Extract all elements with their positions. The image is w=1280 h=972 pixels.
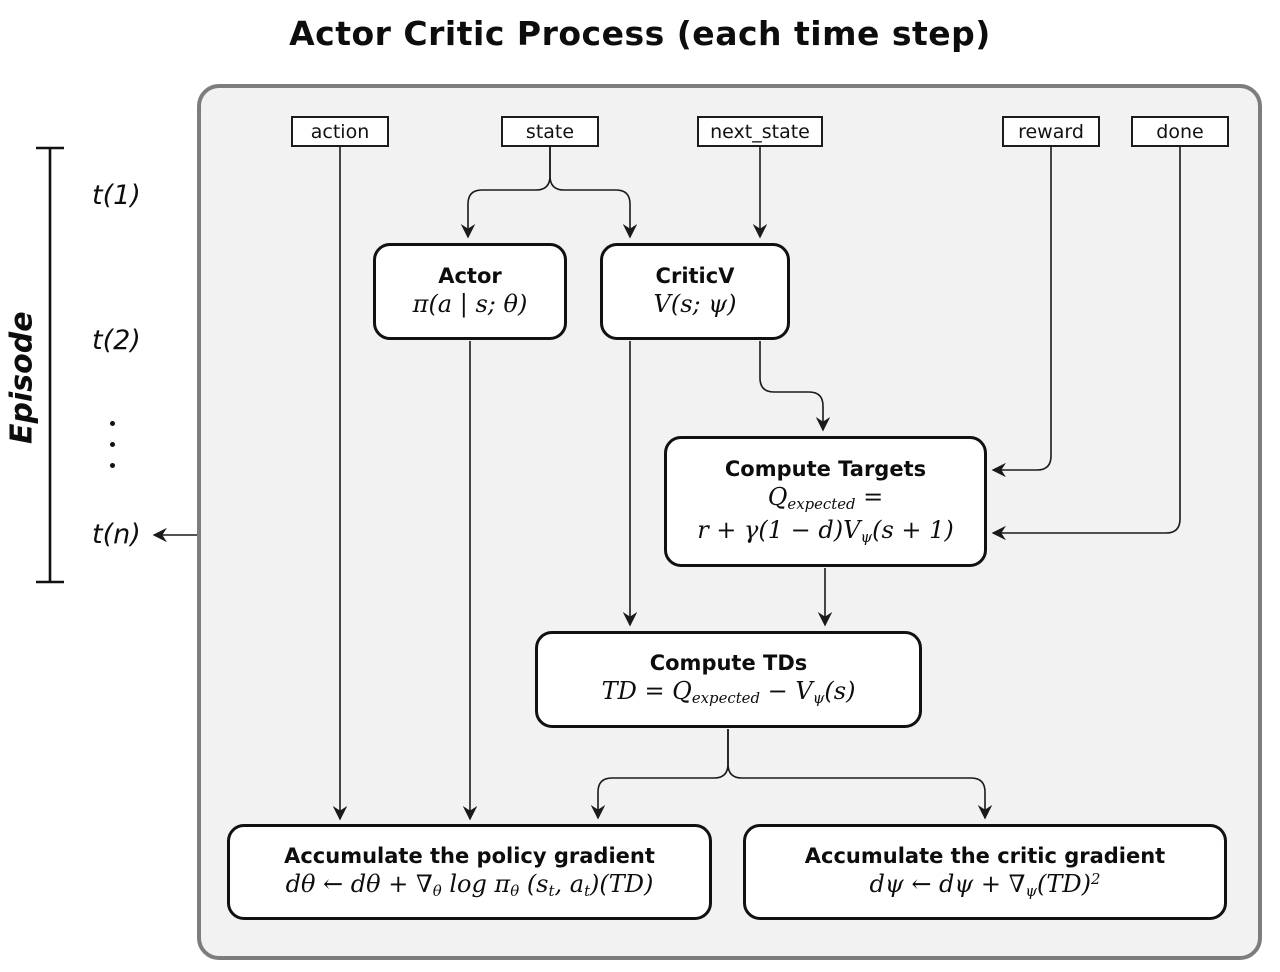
episode-bracket bbox=[36, 146, 64, 584]
node-formula: dψ ← dψ + ∇ψ(TD)2 bbox=[869, 869, 1101, 901]
episode-tick-t1: t(1) bbox=[92, 180, 141, 211]
node-formula: dθ ← dθ + ∇θ log πθ (st, at)(TD) bbox=[285, 869, 654, 901]
node-title: Actor bbox=[438, 263, 502, 288]
input-label: state bbox=[525, 120, 575, 143]
arrow-tds-to-policy bbox=[590, 729, 729, 820]
input-label: action bbox=[310, 120, 370, 143]
arrow-state-to-criticv bbox=[549, 147, 638, 239]
node-formula: TD = Qexpected − Vψ(s) bbox=[601, 677, 856, 708]
node-formula: π(a | s; θ) bbox=[412, 290, 528, 319]
input-box-next-state: next_state bbox=[697, 116, 823, 147]
arrow-state-to-actor bbox=[460, 147, 551, 239]
node-criticv: CriticV V(s; ψ) bbox=[600, 243, 790, 340]
node-formula-line1: Qexpected = bbox=[767, 483, 884, 514]
node-formula: V(s; ψ) bbox=[653, 290, 737, 319]
node-title: CriticV bbox=[655, 263, 735, 288]
node-compute-targets: Compute Targets Qexpected = r + γ(1 − d)… bbox=[664, 436, 987, 567]
input-label: next_state bbox=[710, 120, 810, 143]
input-label: reward bbox=[1018, 120, 1084, 143]
episode-tick-t2: t(2) bbox=[92, 325, 141, 356]
arrow-reward-to-targets bbox=[991, 147, 1052, 478]
node-title: Accumulate the policy gradient bbox=[284, 843, 655, 868]
arrow-criticv-to-targets bbox=[759, 341, 831, 432]
input-box-done: done bbox=[1131, 116, 1229, 147]
episode-axis-label: Episode bbox=[4, 311, 40, 445]
node-title: Accumulate the critic gradient bbox=[804, 843, 1166, 868]
input-label: done bbox=[1156, 120, 1204, 143]
node-accumulate-critic-gradient: Accumulate the critic gradient dψ ← dψ +… bbox=[743, 824, 1227, 920]
input-box-state: state bbox=[501, 116, 599, 147]
node-title: Compute Targets bbox=[724, 456, 927, 481]
node-actor: Actor π(a | s; θ) bbox=[373, 243, 567, 340]
episode-tick-tn: t(n) bbox=[92, 519, 141, 550]
input-box-reward: reward bbox=[1002, 116, 1100, 147]
arrow-tds-to-critic bbox=[727, 729, 993, 820]
node-accumulate-policy-gradient: Accumulate the policy gradient dθ ← dθ +… bbox=[227, 824, 712, 920]
arrow-done-to-targets bbox=[991, 147, 1181, 541]
input-box-action: action bbox=[291, 116, 389, 147]
node-formula-line2: r + γ(1 − d)Vψ(s + 1) bbox=[697, 515, 954, 546]
node-title: Compute TDs bbox=[649, 651, 808, 676]
node-compute-tds: Compute TDs TD = Qexpected − Vψ(s) bbox=[535, 631, 922, 728]
page-title: Actor Critic Process (each time step) bbox=[289, 14, 991, 53]
